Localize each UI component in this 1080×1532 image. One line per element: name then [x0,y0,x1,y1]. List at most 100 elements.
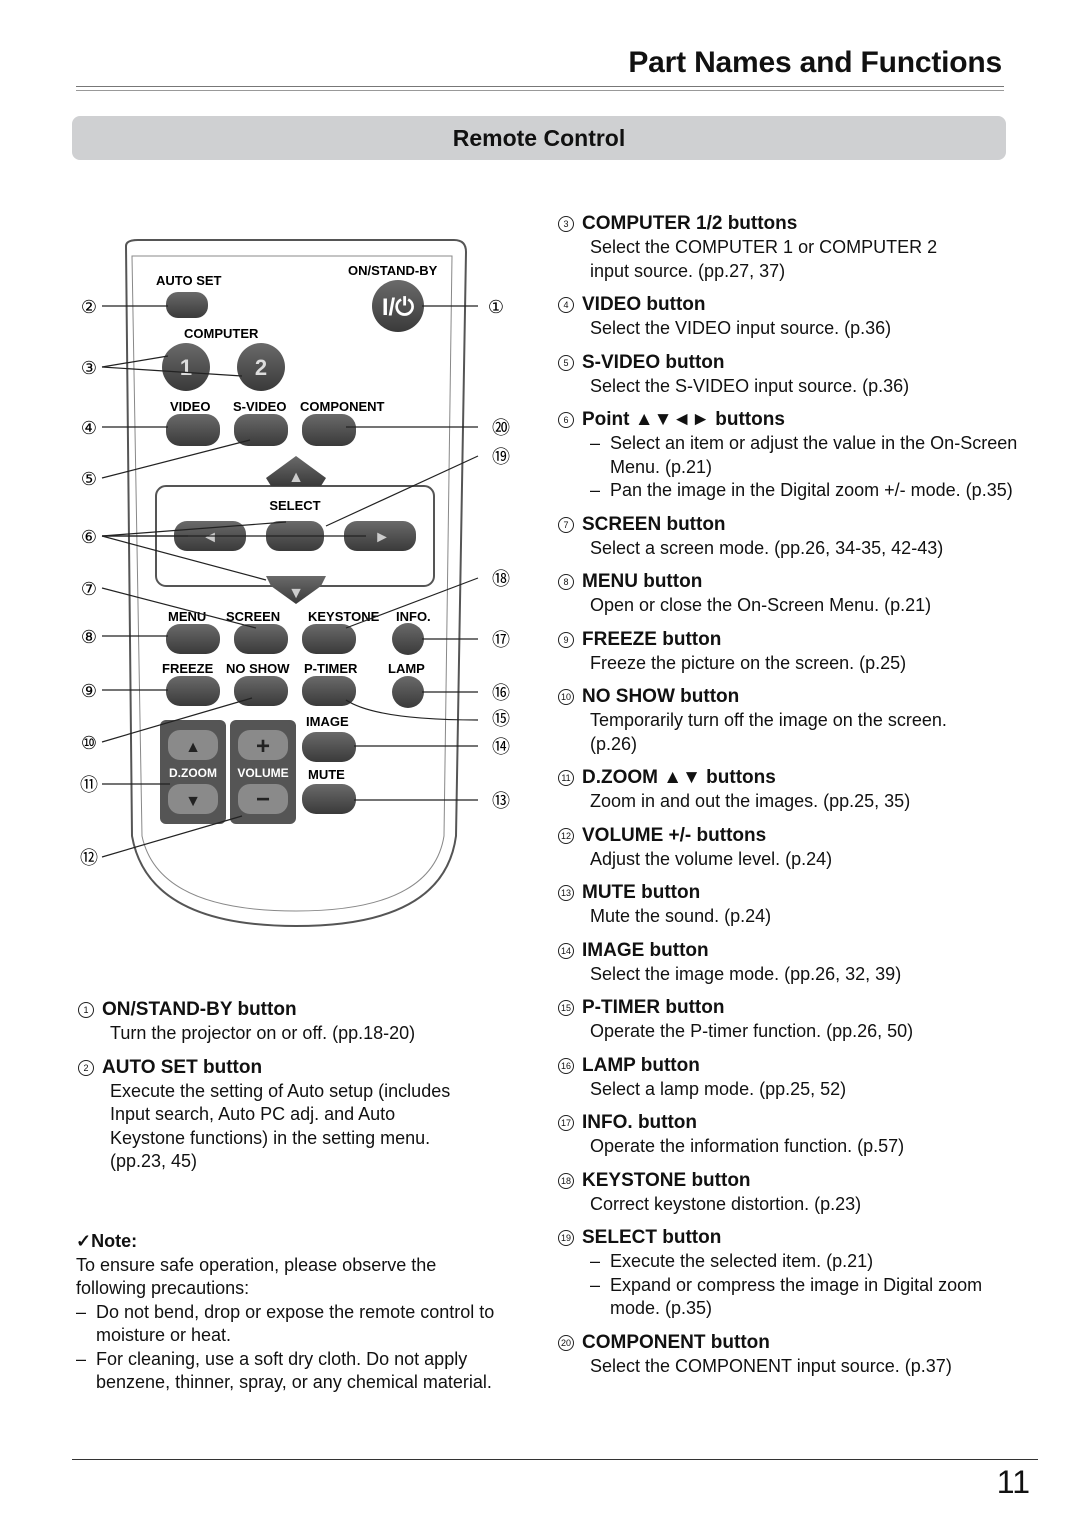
item-title: VIDEO button [582,294,706,315]
note-bullet: –Do not bend, drop or expose the remote … [76,1301,526,1348]
callout-6: ⑥ [81,527,97,547]
svideo-button [234,414,288,446]
image-label: IMAGE [306,714,349,729]
callout-10: ⑩ [81,733,97,753]
item-title: LAMP button [582,1054,700,1076]
item-number-badge: 10 [558,689,574,705]
dzoom-down-icon: ▼ [185,793,201,810]
item-title: Point ▲▼◄► buttons [582,409,785,430]
auto-set-button [166,292,208,318]
item-title: D.ZOOM ▲▼ buttons [582,767,776,788]
callout-15: ⑮ [492,709,510,729]
item-title: P-TIMER button [582,997,725,1018]
callout-8: ⑧ [81,627,97,647]
callout-18: ⑱ [492,569,510,589]
dzoom-up-icon: ▲ [185,739,201,756]
svideo-label: S-VIDEO [233,399,286,414]
callout-11: ⑪ [80,775,98,795]
mute-label: MUTE [308,767,345,782]
item-title: SELECT button [582,1227,722,1248]
callout-19: ⑲ [492,447,510,467]
item-sub-bullet: –Expand or compress the image in Digital… [558,1274,1028,1321]
select-label: SELECT [269,498,320,513]
auto-set-label: AUTO SET [156,273,222,288]
component-label: COMPONENT [300,399,385,414]
footer-rule [72,1459,1038,1460]
callout-16: ⑯ [492,683,510,703]
item-description: Select the COMPUTER 1 or COMPUTER 2 [590,237,938,257]
function-item-heading: 7 SCREEN button [558,513,1028,537]
note-bullet-text: Do not bend, drop or expose the remote c… [96,1301,495,1346]
callout-9: ⑨ [81,681,97,701]
video-label: VIDEO [170,399,210,414]
computer-1-button [162,343,210,391]
item-description: Temporarily turn off the image on the sc… [590,710,947,730]
item-title: VOLUME +/- buttons [582,824,767,846]
callout-17: ⑰ [492,630,510,650]
item-title: KEYSTONE button [582,1169,751,1191]
item-number-badge: 9 [558,631,574,648]
item-number-badge: 15 [558,1000,574,1016]
item-sub-text: Pan the image in the Digital zoom +/- mo… [610,480,1013,500]
item-number-badge: 6 [558,412,574,428]
note-bullet-text: For cleaning, use a soft dry cloth. Do n… [96,1348,492,1393]
item-description: Input search, Auto PC adj. and Auto [110,1104,396,1124]
function-item-heading: 15 P-TIMER button [558,996,1028,1020]
item-title: S-VIDEO button [582,351,725,373]
point-up-button [266,456,326,486]
function-item-heading: 6 Point ▲▼◄► buttons [558,408,1028,432]
item-description: Select the image mode. (pp.26, 32, 39) [590,963,902,984]
computer-2-label: 2 [255,355,267,380]
info-button [392,623,424,655]
keystone-button [302,624,356,654]
computer-1-label: 1 [180,355,192,380]
header-rule [76,86,1004,87]
lamp-label: LAMP [388,661,425,676]
item-number-badge: 2 [78,1059,94,1076]
item-number-badge: 7 [558,516,574,533]
power-button [372,280,424,332]
item-number-badge: 5 [558,354,574,371]
item-title: FREEZE button [582,628,722,650]
callout-4: ④ [81,418,97,438]
callout-12: ⑫ [80,848,98,868]
item-sub-bullet: –Pan the image in the Digital zoom +/- m… [558,479,1028,503]
item-number-badge: 18 [558,1172,574,1189]
item-title: IMAGE button [582,939,709,961]
function-item-heading: 19 SELECT button [558,1226,1028,1250]
item-title: SCREEN button [582,513,726,535]
callout-numbers: ① ② ③ ④ ⑤ ⑥ ⑦ ⑧ ⑨ ⑩ ⑪ ⑫ ⑬ ⑭ ⑮ ⑯ ⑰ ⑱ ⑲ ⑳ [80,297,510,868]
callout-7: ⑦ [81,579,97,599]
item-number-badge: 19 [558,1230,574,1246]
callout-5: ⑤ [81,469,97,489]
freeze-label: FREEZE [162,661,214,676]
ptimer-button [302,676,356,706]
item-number-badge: 20 [558,1334,574,1351]
power-icon: I/⏻ [382,294,414,321]
item-sub-bullet: –Select an item or adjust the value in t… [558,432,1028,479]
item-title: NO SHOW button [582,686,740,707]
function-item-heading: 5 S-VIDEO button [558,351,1028,375]
